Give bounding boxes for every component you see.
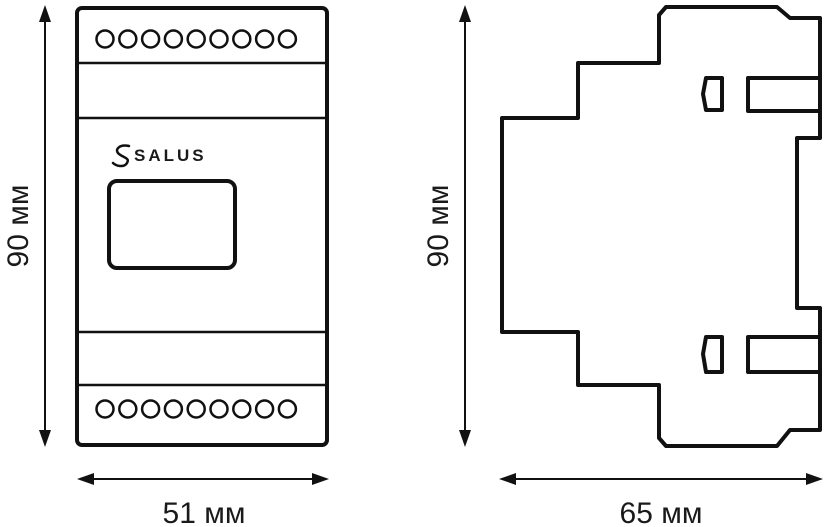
terminal-screw-icon <box>95 29 115 49</box>
terminal-screw-icon <box>254 29 275 49</box>
side-width-dimension: 65 мм <box>499 473 823 527</box>
side-housing-outline <box>500 5 822 448</box>
terminal-screw-icon <box>118 29 138 49</box>
terminal-screw-icon <box>254 399 275 419</box>
front-view: SALUS <box>75 6 329 447</box>
terminal-screw-icon <box>140 29 161 49</box>
terminal-screw-icon <box>95 399 115 419</box>
front-width-arrow-right <box>312 473 329 485</box>
terminal-screw-icon <box>163 399 184 419</box>
terminal-screw-icon <box>209 399 229 419</box>
side-height-dimension: 90 мм <box>422 5 471 447</box>
side-height-arrow-top <box>459 5 471 22</box>
side-width-arrow-left <box>499 473 516 485</box>
top-terminal-row <box>95 29 298 49</box>
front-width-dimension: 51 мм <box>77 473 329 527</box>
side-view <box>500 5 822 448</box>
terminal-screw-icon <box>186 399 206 419</box>
front-height-dimension: 90 мм <box>2 5 51 447</box>
terminal-screw-icon <box>186 29 206 49</box>
terminal-screw-icon <box>209 29 229 49</box>
terminal-screw-icon <box>232 399 252 419</box>
front-height-arrow-bottom <box>39 430 51 447</box>
side-height-arrow-bottom <box>459 430 471 447</box>
lower-din-clip-left <box>701 335 724 374</box>
salus-logo: SALUS <box>111 144 207 168</box>
side-width-label: 65 мм <box>620 497 703 527</box>
side-width-arrow-right <box>806 473 823 485</box>
display-window <box>107 179 237 270</box>
front-height-label: 90 мм <box>2 185 35 268</box>
lower-din-clip-right <box>746 335 822 374</box>
front-width-label: 51 мм <box>163 497 246 527</box>
terminal-screw-icon <box>140 399 161 419</box>
front-housing-outline <box>75 6 329 447</box>
front-height-arrow-top <box>39 5 51 22</box>
brand-logo-text: SALUS <box>134 146 207 165</box>
terminal-screw-icon <box>118 399 138 419</box>
salus-logo-swoosh-icon <box>111 144 131 168</box>
side-height-label: 90 мм <box>422 185 455 268</box>
front-width-arrow-left <box>77 473 94 485</box>
bottom-terminal-row <box>95 399 298 419</box>
terminal-screw-icon <box>277 399 298 419</box>
upper-din-clip-right <box>746 76 822 113</box>
terminal-screw-icon <box>163 29 184 49</box>
terminal-screw-icon <box>232 29 252 49</box>
terminal-screw-icon <box>277 29 298 49</box>
upper-din-clip-left <box>701 76 724 112</box>
